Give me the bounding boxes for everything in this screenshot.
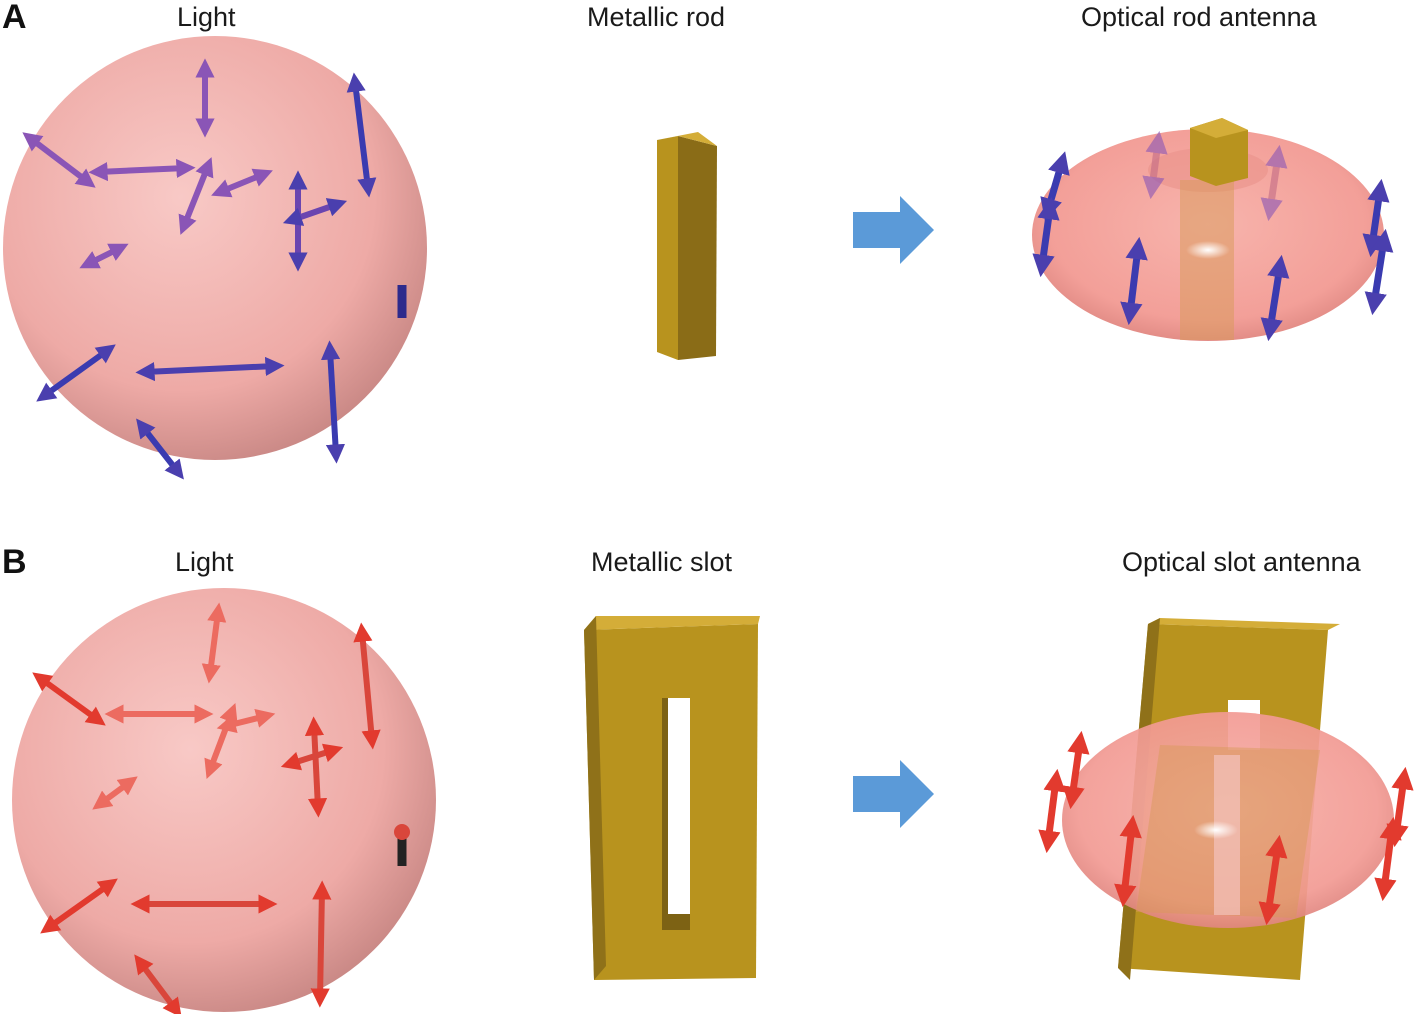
transform-arrow-b: [853, 760, 934, 828]
panel-b-optical-slot-antenna-label: Optical slot antenna: [1122, 547, 1361, 577]
panel-a-light-sphere: [3, 36, 427, 480]
metallic-rod: [657, 132, 717, 360]
panel-b-letter: B: [2, 543, 27, 581]
panel-b-light-label: Light: [175, 547, 234, 577]
panel-a-light-label: Light: [177, 2, 236, 32]
metallic-slot: [584, 616, 760, 980]
panel-a-letter: A: [2, 0, 27, 36]
panel-b-light-sphere: [12, 588, 436, 1014]
optical-slot-antenna: [1038, 618, 1414, 980]
panel-b-metallic-slot-label: Metallic slot: [591, 547, 733, 577]
optical-rod-antenna: [1032, 118, 1394, 342]
panel-a-metallic-rod-label: Metallic rod: [587, 2, 726, 32]
transform-arrow-a: [853, 196, 934, 264]
panel-a-optical-rod-antenna-label: Optical rod antenna: [1081, 2, 1317, 32]
